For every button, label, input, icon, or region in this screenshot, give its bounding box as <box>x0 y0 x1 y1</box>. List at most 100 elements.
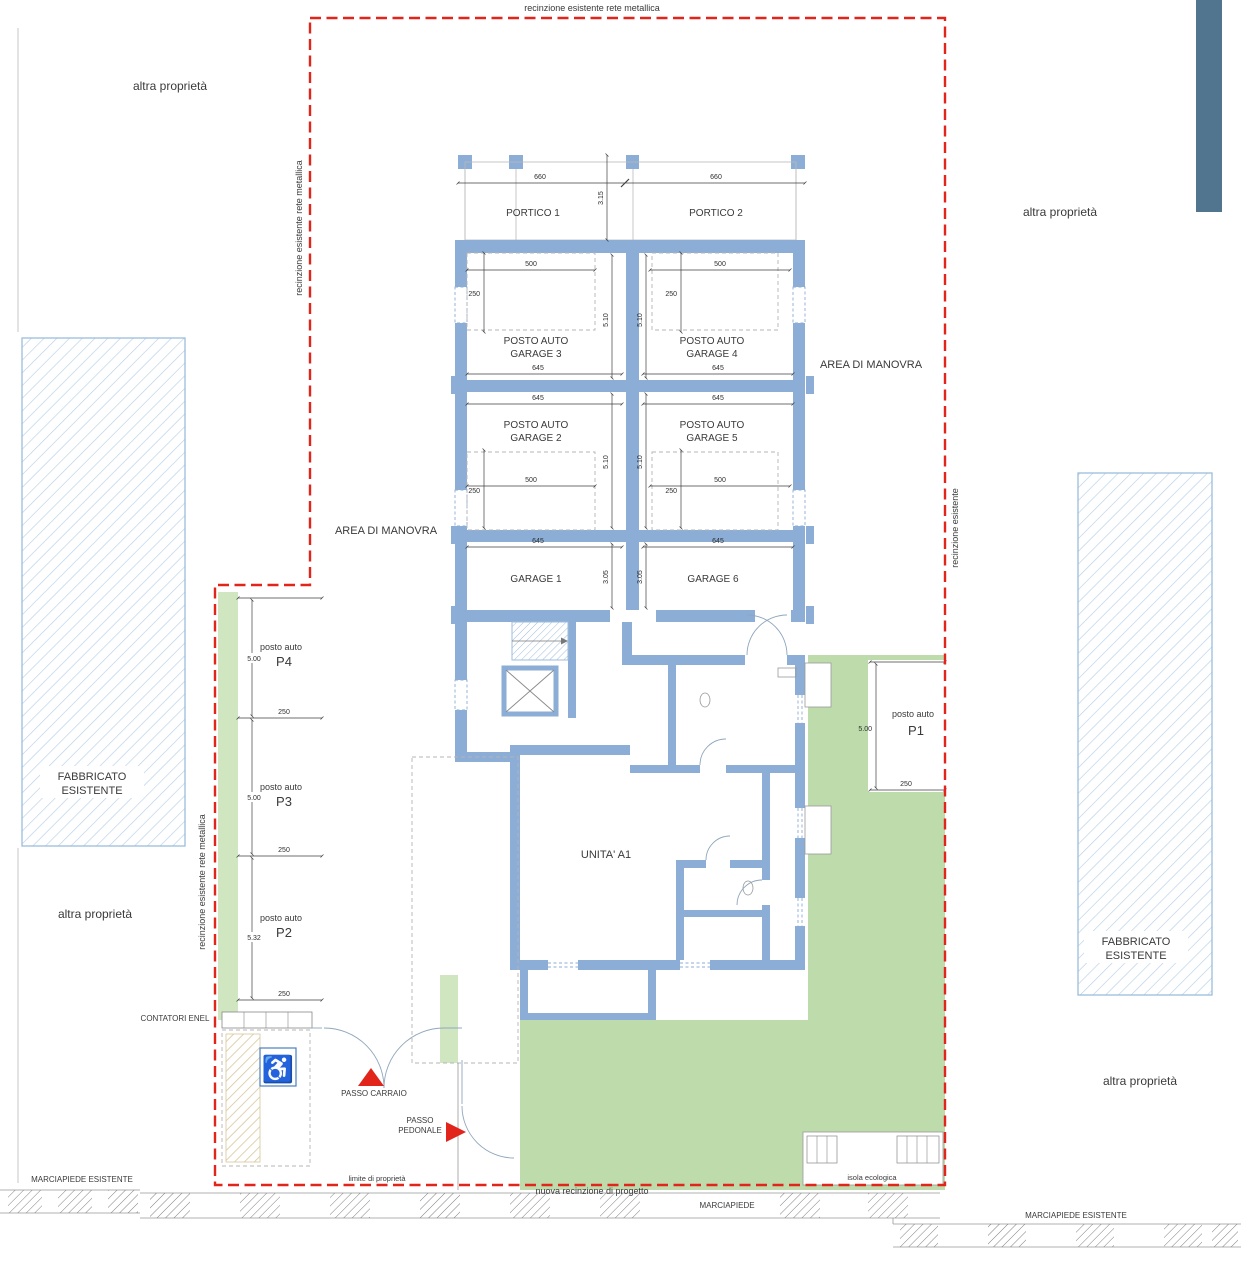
portico-2-label: PORTICO 2 <box>689 208 743 219</box>
dim-645: 645 <box>712 538 724 545</box>
dim-510: 5.10 <box>637 455 644 469</box>
disabled-parking-sign <box>259 1047 297 1087</box>
parking-p4-label: P4 <box>276 654 292 669</box>
dim-p-depth: 5.00 <box>858 726 872 733</box>
parking-p1-label: P1 <box>908 723 924 738</box>
bathroom-fixture <box>699 692 711 708</box>
fence-left-upper-label: recinzione esistente rete metallica <box>294 160 304 296</box>
bathroom-fixture <box>777 667 797 678</box>
unit-details <box>411 252 832 1190</box>
hatched-strip <box>225 1033 261 1163</box>
garage-1-label: GARAGE 1 <box>510 574 562 585</box>
dim-250: 250 <box>665 291 677 298</box>
dim-660: 660 <box>534 174 546 181</box>
existing-building-left <box>21 337 186 847</box>
passo-pedonale-label: PEDONALE <box>398 1126 442 1135</box>
interior-door-arc <box>705 835 731 861</box>
parking-spot-outline <box>651 451 779 531</box>
dim-510: 5.10 <box>603 313 610 327</box>
gate-leaf-arc <box>383 1027 445 1089</box>
existing-building-label: ESISTENTE <box>61 785 122 797</box>
property-limit-label: limite di proprietà <box>348 1174 406 1183</box>
garage-4-label: GARAGE 4 <box>686 349 738 360</box>
contatori-enel-label: CONTATORI ENEL <box>141 1014 210 1023</box>
existing-building-label: ESISTENTE <box>1105 950 1166 962</box>
dim-250: 250 <box>665 488 677 495</box>
property-boundary-line <box>213 16 947 1187</box>
wheelchair-icon: ♿ <box>262 1054 294 1084</box>
existing-building-label: FABBRICATO <box>1102 936 1171 948</box>
area-manovra-label: AREA DI MANOVRA <box>820 359 923 371</box>
gate-leaf-arc <box>323 1027 385 1089</box>
dimension-lines <box>456 153 807 610</box>
other-property-label: altra proprietà <box>1023 205 1097 219</box>
entry-door-arc <box>746 614 788 656</box>
posto-auto-label: posto auto <box>260 642 302 652</box>
area-manovra-label: AREA DI MANOVRA <box>335 525 438 537</box>
labels: recinzione esistente rete metallica reci… <box>31 3 1177 1220</box>
dim-305: 3.05 <box>637 570 644 584</box>
garage-6-label: GARAGE 6 <box>687 574 739 585</box>
garden-areas <box>218 592 945 1190</box>
portico-column <box>791 155 805 169</box>
dim-645: 645 <box>532 365 544 372</box>
garage-2-label: GARAGE 2 <box>510 433 562 444</box>
dim-645: 645 <box>712 395 724 402</box>
dim-p-width: 250 <box>900 781 912 788</box>
fence-left-lower-label: recinzione esistente rete metallica <box>197 814 207 950</box>
sidewalk-label: MARCIAPIEDE <box>699 1201 754 1210</box>
sidewalks <box>0 1189 1241 1248</box>
sidewalk-label: MARCIAPIEDE ESISTENTE <box>1025 1211 1127 1220</box>
garage-block <box>451 155 814 624</box>
dim-510: 5.10 <box>603 455 610 469</box>
parking-p3-label: P3 <box>276 794 292 809</box>
pedestrian-gate-arc <box>461 1105 515 1159</box>
garage-3-label: POSTO AUTO <box>504 336 569 347</box>
fence-top-label: recinzione esistente rete metallica <box>524 3 660 13</box>
dim-p-depth: 5.00 <box>247 656 261 663</box>
garage-2-label: POSTO AUTO <box>504 420 569 431</box>
dim-645: 645 <box>712 365 724 372</box>
garage-5-label: GARAGE 5 <box>686 433 738 444</box>
green-strip-left <box>218 592 238 1020</box>
green-strip-walkway <box>440 975 458 1063</box>
dim-660: 660 <box>710 174 722 181</box>
projection-outline <box>411 756 519 1064</box>
interior-door-arc <box>699 738 727 766</box>
garage-5-label: POSTO AUTO <box>680 420 745 431</box>
dim-645: 645 <box>532 395 544 402</box>
passo-carraio-label: PASSO CARRAIO <box>341 1089 407 1098</box>
parking-markings <box>236 596 947 1002</box>
unit-a1-label: UNITA' A1 <box>581 849 631 861</box>
passo-pedonale-label: PASSO <box>407 1116 434 1125</box>
surrounding-context <box>17 0 1222 1183</box>
posto-auto-label: posto auto <box>892 709 934 719</box>
dim-500: 500 <box>525 477 537 484</box>
dim-645: 645 <box>532 538 544 545</box>
portico-1-label: PORTICO 1 <box>506 208 560 219</box>
dim-p-width: 250 <box>278 709 290 716</box>
entrance-and-services <box>221 1011 944 1186</box>
waste-bins <box>896 1135 940 1164</box>
dim-p-width: 250 <box>278 847 290 854</box>
balcony <box>804 662 832 708</box>
garage-3-label: GARAGE 3 <box>510 349 562 360</box>
passo-carraio-arrow <box>358 1068 384 1086</box>
dim-315: 3.15 <box>598 191 605 205</box>
posto-auto-label: posto auto <box>260 913 302 923</box>
other-property-label: altra proprietà <box>58 907 132 921</box>
other-property-label: altra proprietà <box>133 79 207 93</box>
dim-250: 250 <box>468 488 480 495</box>
dim-500: 500 <box>714 261 726 268</box>
other-property-label: altra proprietà <box>1103 1074 1177 1088</box>
interior-door-arc <box>736 879 763 906</box>
dark-blue-strip <box>1196 0 1222 212</box>
parking-p1-area <box>868 660 945 792</box>
existing-building-right <box>1077 472 1213 996</box>
entry-door-arc <box>746 614 788 656</box>
fence-right-label: recinzione esistente <box>950 488 960 568</box>
balcony <box>804 805 832 855</box>
dim-p-depth: 5.00 <box>247 795 261 802</box>
new-fence-label: nuova recinzione di progetto <box>535 1186 648 1196</box>
